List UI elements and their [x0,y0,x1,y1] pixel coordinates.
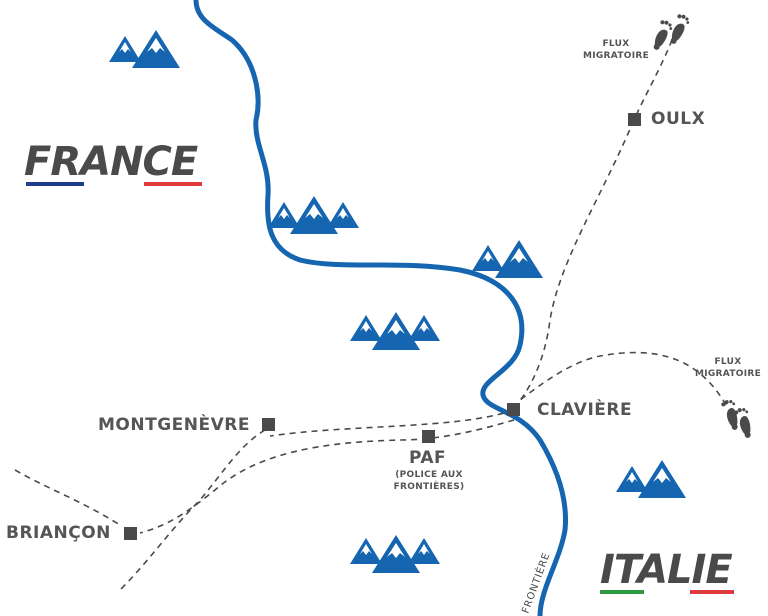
mountain-icon [350,315,382,341]
routes [14,39,727,591]
paf-subtitle: (POLICE AUX FRONTIÈRES) [388,469,470,493]
flux-label-east-line1: FLUX [714,357,742,367]
flux-label-east-line2: MIGRATOIRE [694,369,762,379]
flag-bar-italie-red [690,590,734,594]
mountain-icon [327,202,359,228]
mountain-icon [638,460,686,498]
mountain-icon [268,202,300,228]
flux-label-north-line2: MIGRATOIRE [582,51,650,61]
square-marker-icon-oulx [628,113,641,126]
flux-label-north: FLUX MIGRATOIRE [576,38,656,62]
place-label-montgenevre: MONTGENÈVRE [98,415,250,435]
border-line [193,0,569,616]
flux-label-east: FLUX MIGRATOIRE [690,356,766,380]
square-marker-icon-claviere [507,403,520,416]
square-marker-icon-montgenevre [262,418,275,431]
route-briancon-west [14,469,121,526]
flag-bar-france-blue [26,182,84,186]
flag-bar-france-red [144,182,202,186]
mountain-icon [372,535,420,573]
mountain-icon [109,36,141,62]
route-flux-east [519,351,727,406]
mountain-icon [350,538,382,564]
route-flux-north [633,39,673,121]
flag-bar-italie-green [600,590,644,594]
place-label-claviere: CLAVIÈRE [537,400,633,420]
mountain-icon [408,538,440,564]
route-claviere-montgenevre [269,409,515,437]
route-claviere-paf-briancon [139,419,515,534]
flux-label-north-line1: FLUX [602,39,630,49]
mountain-icon [472,245,504,271]
mountain-icon [372,312,420,350]
place-label-oulx: OULX [651,109,706,129]
mountain-icon [495,240,543,278]
country-label-france: FRANCE [24,139,198,185]
footprints-icon-north [650,12,692,53]
route-montgenevre-briancon [119,429,266,591]
markers [124,113,641,540]
mountain-icon [132,30,180,68]
square-marker-icon-paf [422,430,435,443]
mountain-icon [290,196,338,234]
route-oulx-claviere [513,119,635,409]
place-label-paf: PAF [409,448,447,468]
place-label-briancon: BRIANÇON [6,523,111,543]
square-marker-icon-briancon [124,527,137,540]
country-label-italie: ITALIE [600,547,733,593]
paf-subtitle-line1: (POLICE AUX [395,470,463,480]
mountain-icon [616,466,648,492]
paf-subtitle-line2: FRONTIÈRES) [393,482,465,492]
mountain-icon [408,315,440,341]
